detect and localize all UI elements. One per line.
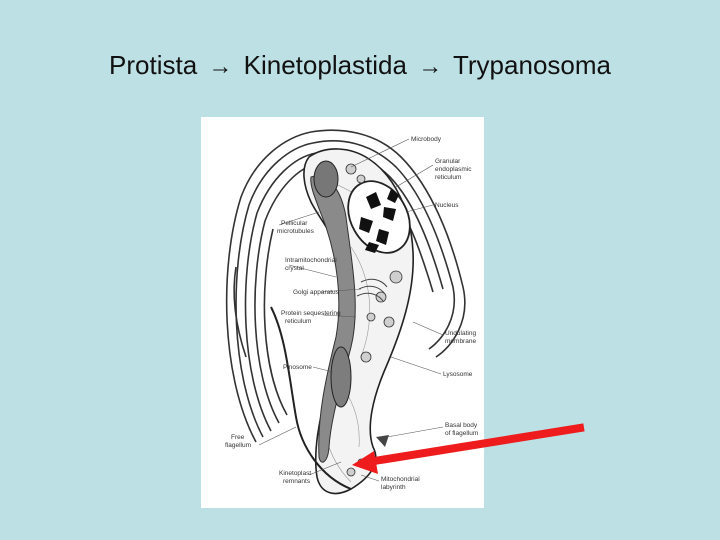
label-undulating-membrane: Undulating [445,330,476,337]
label-free-flagellum: flagellum [225,442,251,449]
chromatin [359,189,399,253]
label-basal-body: of flagellum [445,430,478,437]
label-nucleus: Nucleus [435,202,459,209]
label-basal-body: Basal body [445,422,478,429]
label-protein-sequestering: reticulum [285,318,311,325]
label-pellicular: microtubules [277,228,315,235]
label-microbody: Microbody [411,136,442,143]
trypanosoma-diagram: Microbody Granular endoplasmic reticulum… [201,117,484,508]
label-undulating-membrane: membrane [445,338,476,345]
label-mitochondrial-labyrinth: labyrinth [381,484,406,491]
label-lysosome: Lysosome [443,371,473,378]
label-intramitochondrial: Intramitochondrial [285,257,337,264]
mitochondrion [310,175,356,463]
undulating-membrane-folds [225,129,466,443]
label-free-flagellum: Free [231,434,245,441]
title-protista: Protista [109,50,198,80]
label-kinetoplast: Kinetoplast [279,470,311,477]
microbody-shape [313,160,339,198]
diagram-drawing: Microbody Granular endoplasmic reticulum… [225,129,478,495]
arrow-icon: → [208,53,233,80]
label-granular-er: reticulum [435,174,461,181]
arrow-icon: → [418,53,443,80]
flagellum [270,306,352,490]
label-intramitochondrial: crystal [285,265,304,272]
slide-title: Protista → Kinetoplastida → Trypanosoma [0,50,720,81]
label-kinetoplast: remnants [283,478,311,485]
label-mitochondrial-labyrinth: Mitochondrial [381,476,420,483]
title-kinetoplastida: Kinetoplastida [243,50,407,80]
leader-lines [258,138,444,482]
label-granular-er: Granular [435,158,461,165]
title-trypanosoma: Trypanosoma [452,50,611,80]
label-pellicular: Pellicular [281,220,308,227]
label-protein-sequestering: Protein sequestering [281,310,341,317]
golgi-stacks [356,278,388,302]
label-pinosome: Pinosome [283,364,312,371]
pinosome-shape [330,346,352,408]
label-golgi: Golgi apparatus [293,289,340,296]
label-granular-er: endoplasmic [435,166,472,173]
